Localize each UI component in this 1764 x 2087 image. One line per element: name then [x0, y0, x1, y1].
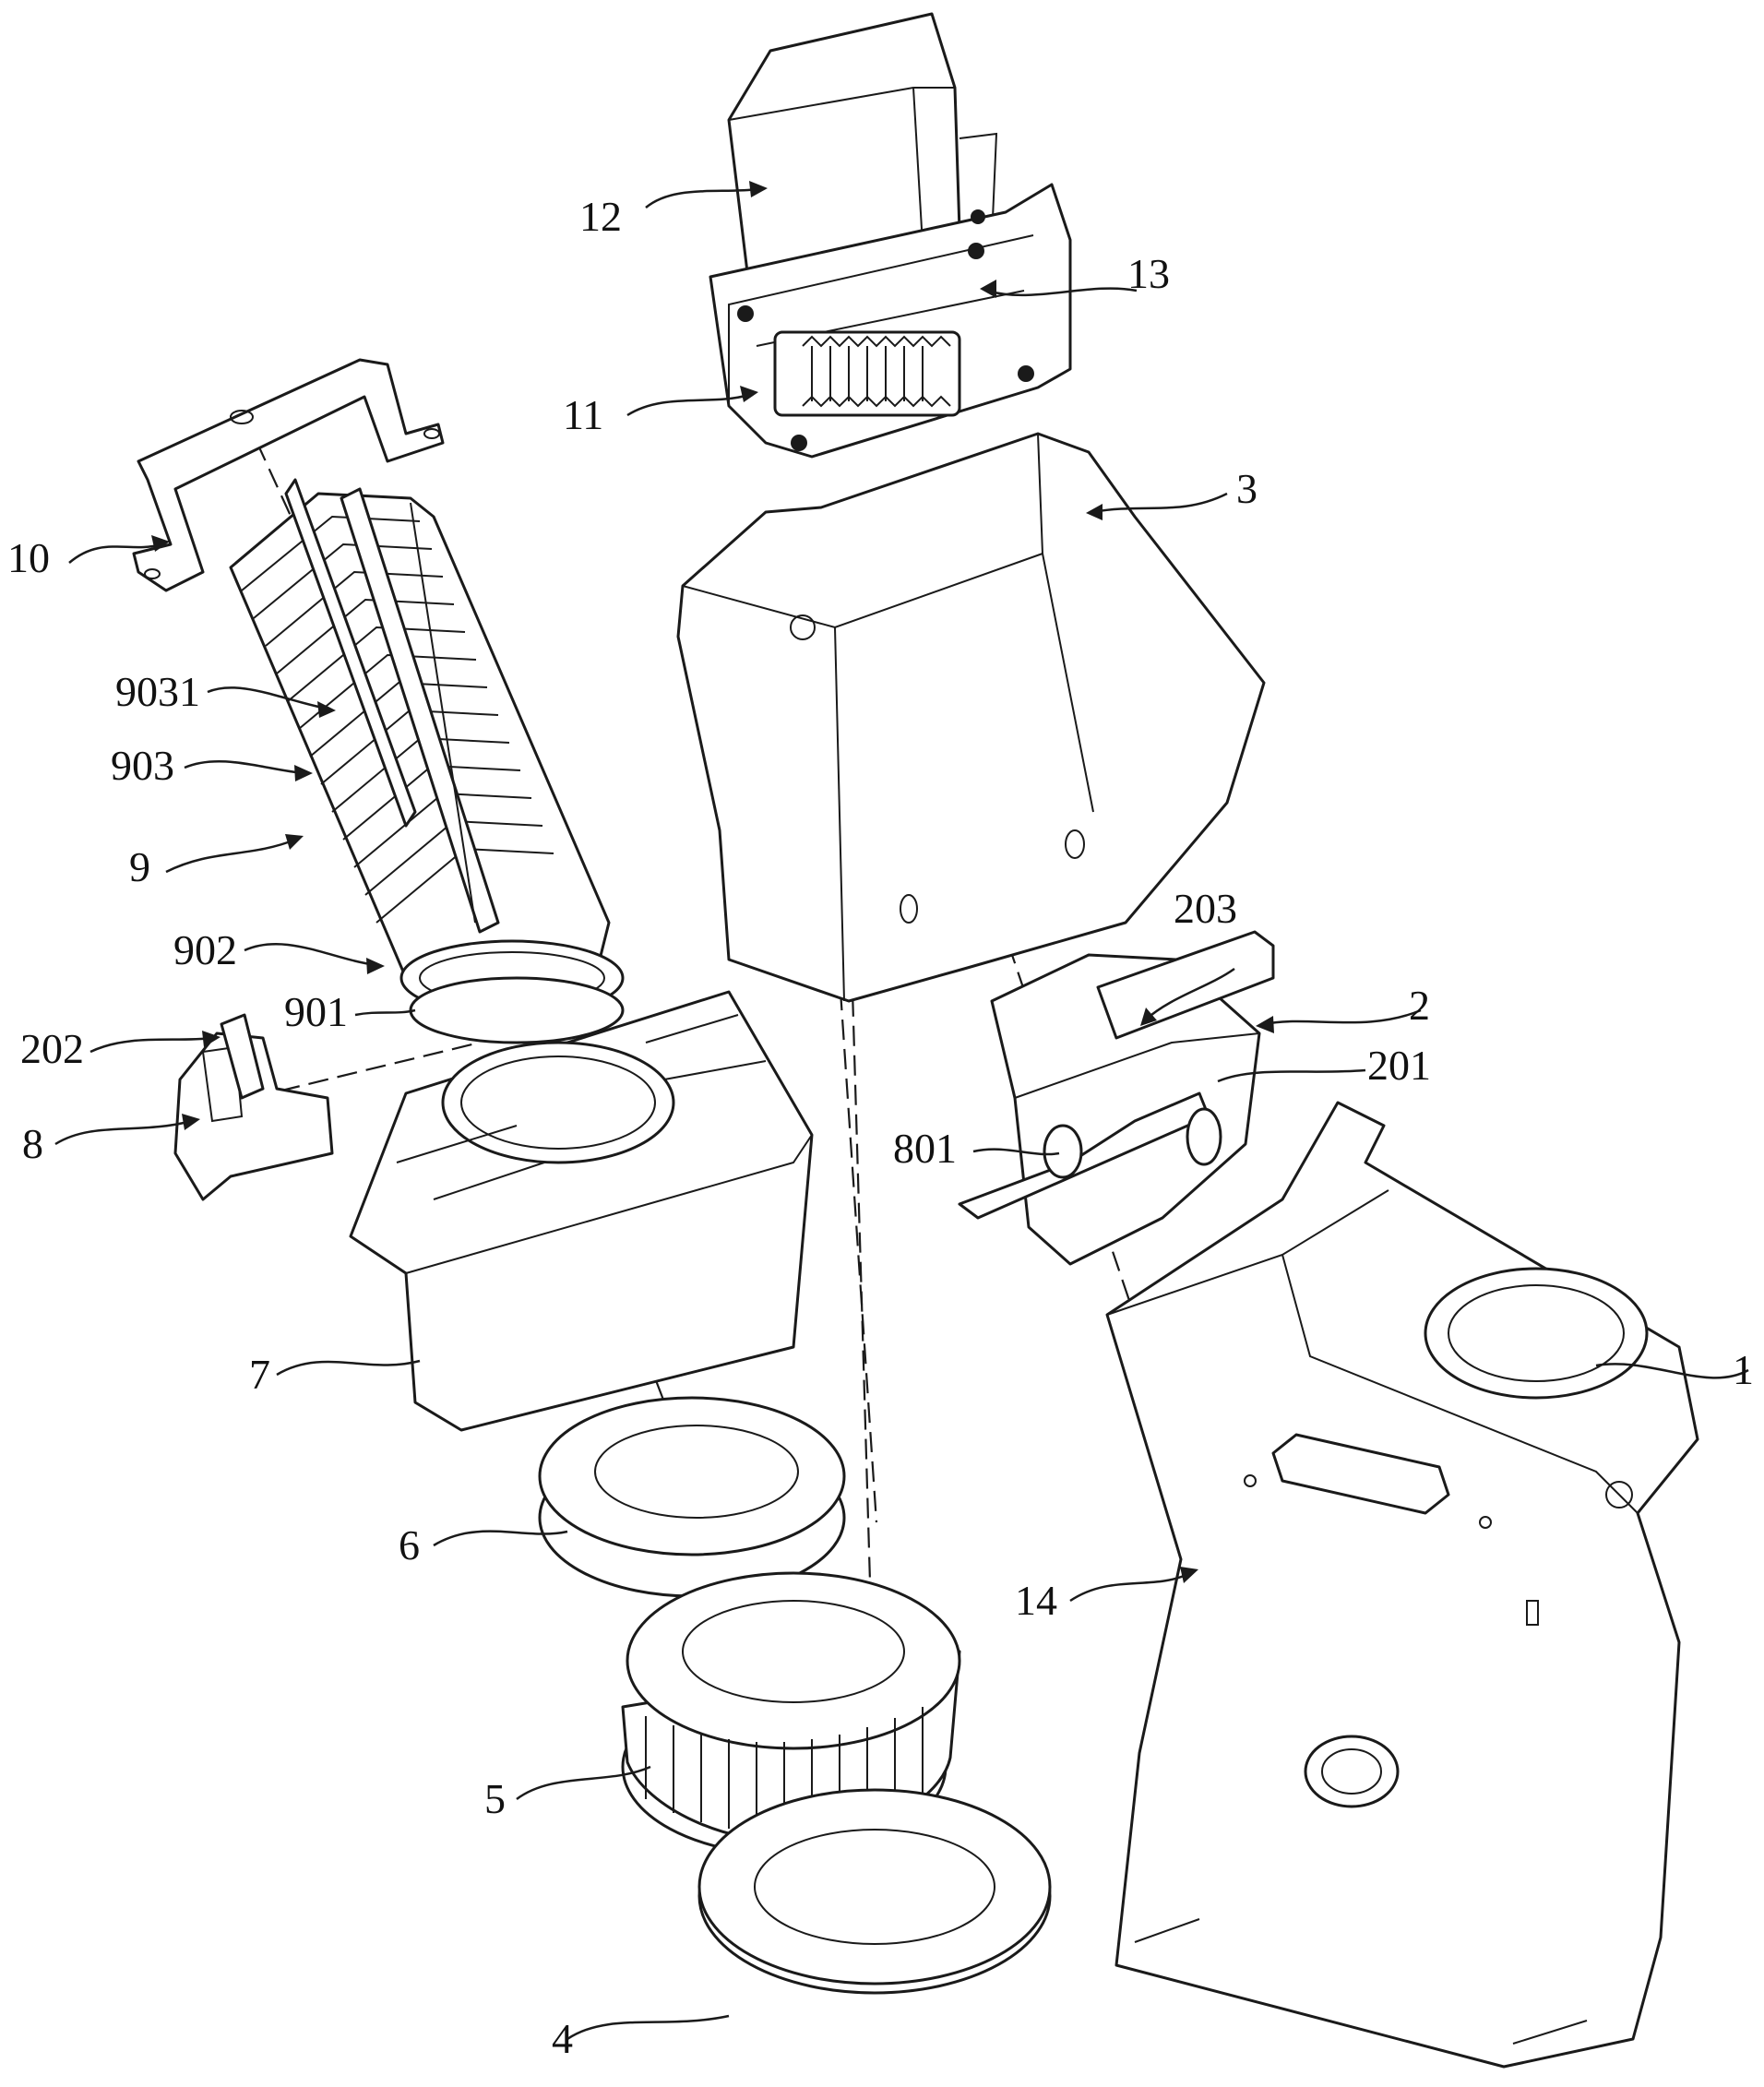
label-8: 8 — [22, 1120, 43, 1167]
part-4-washer — [697, 1788, 1052, 1995]
label-3: 3 — [1236, 465, 1257, 512]
part-801-microswitch — [220, 1013, 265, 1100]
label-7: 7 — [249, 1351, 270, 1398]
part-7-base-housing — [349, 990, 814, 1432]
label-1: 1 — [1733, 1346, 1754, 1393]
label-2: 2 — [1409, 982, 1430, 1029]
label-903: 903 — [111, 742, 174, 789]
part-9-spindle-assembly — [229, 478, 625, 1044]
leader-lines — [54, 181, 1749, 2041]
label-801: 202 — [20, 1025, 84, 1072]
part-3-frame — [676, 432, 1266, 1003]
label-4: 4 — [552, 2015, 573, 2062]
label-202: 801 — [893, 1125, 957, 1172]
part-10-bracket — [132, 358, 445, 592]
part-2-hinge-mechanism — [958, 930, 1275, 1266]
label-6: 6 — [399, 1521, 420, 1568]
label-11: 11 — [563, 391, 603, 438]
label-9: 9 — [129, 843, 150, 890]
label-201: 201 — [1367, 1042, 1431, 1089]
label-13: 13 — [1127, 250, 1170, 297]
label-5: 5 — [484, 1775, 506, 1822]
label-902: 902 — [173, 926, 237, 973]
part-13-gear-train — [802, 335, 951, 408]
part-6-ring — [538, 1396, 846, 1598]
label-12: 12 — [579, 193, 622, 240]
callout-labels: 12 13 11 3 10 9031 903 9 902 202 901 8 7… — [7, 193, 1754, 2062]
label-9031: 9031 — [115, 668, 200, 715]
label-10: 10 — [7, 534, 50, 581]
part-14-support-body — [1105, 1101, 1699, 2069]
label-14: 14 — [1015, 1577, 1057, 1624]
label-203: 203 — [1174, 885, 1237, 932]
label-901: 901 — [284, 988, 348, 1035]
